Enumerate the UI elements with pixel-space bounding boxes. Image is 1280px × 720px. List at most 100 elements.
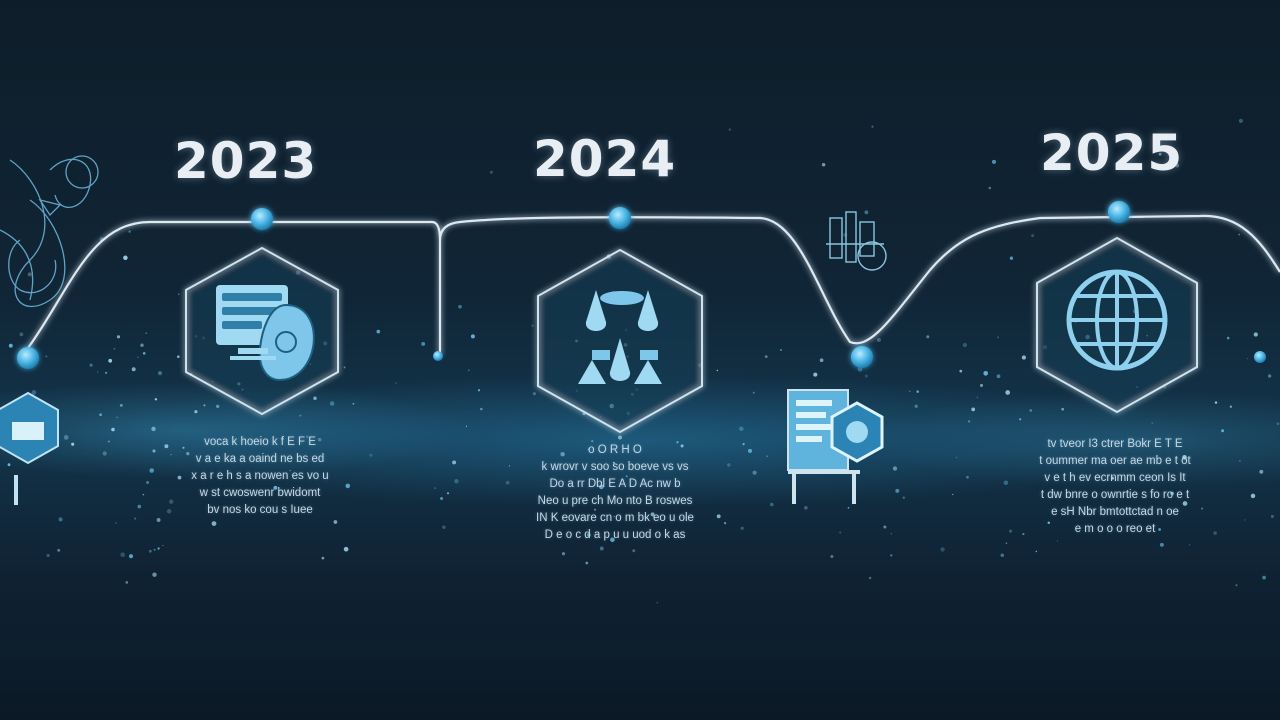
particle [352,402,355,405]
particle [864,210,869,215]
description-line: t oummer ma oer ae mb e t ot [1039,455,1191,467]
timeline-description: tv tveor I3 ctrer Bokr E T E t oummer ma… [1010,436,1220,538]
particle [113,347,116,350]
particle [128,230,131,233]
particle [1238,233,1241,236]
particle [154,398,158,401]
particle [1238,118,1243,123]
particle [1244,519,1246,521]
particle [1005,390,1011,395]
particle [289,469,292,472]
particle [1214,401,1218,404]
particle [31,390,37,395]
particle [902,496,905,499]
particle [104,371,108,375]
description-line: k wrovr v soo so boeve vs vs [541,461,689,473]
particle [676,441,679,444]
particle [156,518,161,522]
particle [166,509,172,514]
particle [587,533,591,537]
particle [467,369,470,372]
particle [321,556,325,560]
timeline-year: 2024 [533,130,677,188]
particle [956,456,958,459]
timeline-description: voca k hoeio k f E F E v a e ka a oaind … [165,434,355,519]
particle [752,470,757,475]
particle [996,374,1001,379]
particle [111,427,115,432]
particle [914,404,918,408]
particle [421,341,426,346]
description-line: e sH Nbr bmtottctad n oe [1051,506,1179,518]
abstract-sketch-icon [0,155,99,307]
particle [477,389,481,392]
particle [747,448,753,453]
particle [63,435,69,440]
gear-sketch-icon [826,211,887,271]
particle [116,416,118,419]
particle [1031,234,1035,238]
description-line: D e o c d a p u u uod o k as [544,529,686,541]
particle [158,371,162,376]
timeline-node [1108,201,1130,223]
particle [1213,531,1217,535]
particle [739,426,744,432]
timeline-node [251,208,273,230]
particle [1159,542,1164,547]
particle [177,475,182,480]
particle [876,337,881,342]
particle [164,444,169,449]
particle [997,336,1000,339]
particle [333,520,338,524]
particle [465,425,468,427]
particle [871,125,874,128]
particle [612,461,615,464]
particle [157,547,160,550]
particle [716,369,718,372]
description-line: Neo u pre ch Mo nto B roswes [537,495,693,507]
network-nodes-icon [537,248,703,434]
particle [489,170,493,174]
particle [376,329,381,334]
particle [599,546,604,551]
particle [1009,256,1014,260]
particle [1182,501,1188,506]
particle [305,435,309,439]
description-line: voca k hoeio k f E F E [204,436,316,448]
particle [479,407,483,411]
particle [650,512,655,517]
description-line: o O R H O [588,444,642,456]
particle [1235,584,1238,587]
particle [216,404,220,409]
description-line: w st cwoswenr bwidomt [199,487,321,499]
particle [1111,476,1114,480]
particle [148,549,152,553]
particle [723,521,727,525]
particle [1253,332,1258,337]
particle [1221,429,1225,433]
particle [458,304,462,309]
particle [1201,507,1204,510]
particle [916,390,919,393]
particle [560,451,565,457]
particle [7,463,11,467]
particle [909,390,911,392]
particle [152,572,157,577]
particle [273,485,278,490]
particle [883,525,887,529]
particle [847,506,850,509]
particle [890,533,892,535]
particle [151,426,156,432]
particle [395,382,397,384]
description-line: IN K eovare cn o m bk eo u ole [536,512,694,524]
particle [115,522,117,524]
particle [819,358,824,363]
particle [895,488,900,493]
particle [962,342,968,348]
timeline-node [17,347,39,369]
particle [149,468,154,473]
particle [983,370,989,376]
particle [194,410,198,414]
particle [780,349,782,351]
timeline-nodes [17,201,1266,369]
